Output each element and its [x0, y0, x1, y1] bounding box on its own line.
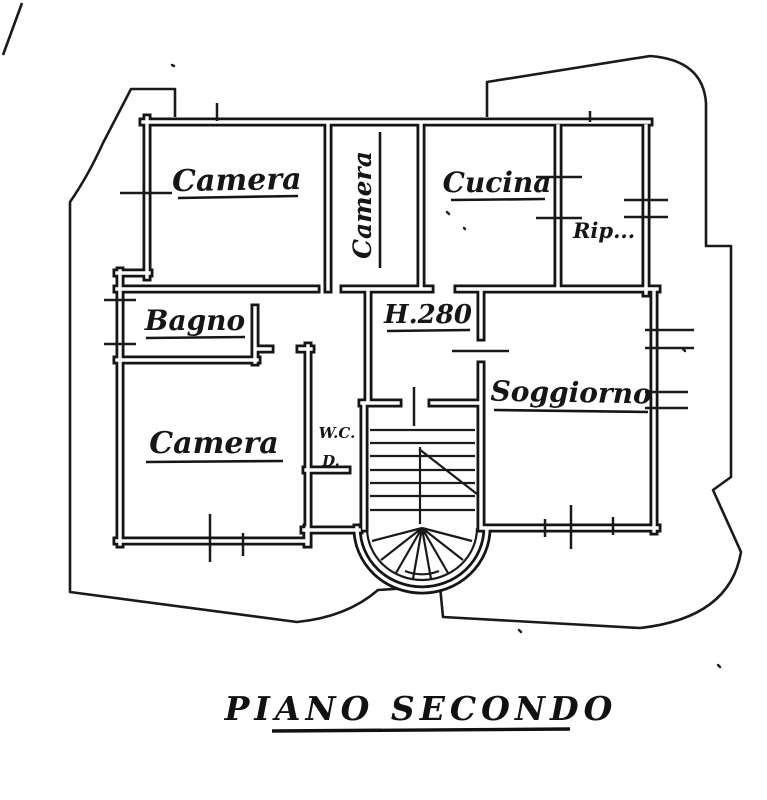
floor-title-underline	[271, 727, 571, 733]
floor-title-text: PIANO SECONDO	[224, 689, 618, 728]
room-label-camera-bottom: Camera	[149, 426, 278, 461]
annotation-ceiling-height: H.280	[383, 300, 472, 330]
room-label-bagno: Bagno	[144, 304, 245, 337]
scan-speckles	[170, 63, 722, 669]
staircase	[365, 428, 479, 582]
label-underlines	[145, 132, 649, 464]
room-label-ripostiglio: Rip...	[572, 218, 635, 243]
room-label-camera-center: Camera	[348, 151, 377, 259]
room-label-camera-top: Camera	[172, 162, 302, 199]
window-ticks	[104, 103, 694, 562]
room-label-wc: W.C.	[319, 424, 356, 442]
outer-boundary	[68, 54, 743, 630]
building-walls	[112, 113, 662, 595]
room-label-soggiorno: Soggiorno	[490, 375, 652, 411]
room-label-cucina: Cucina	[443, 166, 552, 199]
room-label-disimpegno: D.	[321, 452, 340, 470]
walls-white-core	[115, 116, 659, 592]
scan-fold-artifact	[1, 2, 24, 56]
floor-title: PIANO SECONDO	[224, 689, 618, 733]
